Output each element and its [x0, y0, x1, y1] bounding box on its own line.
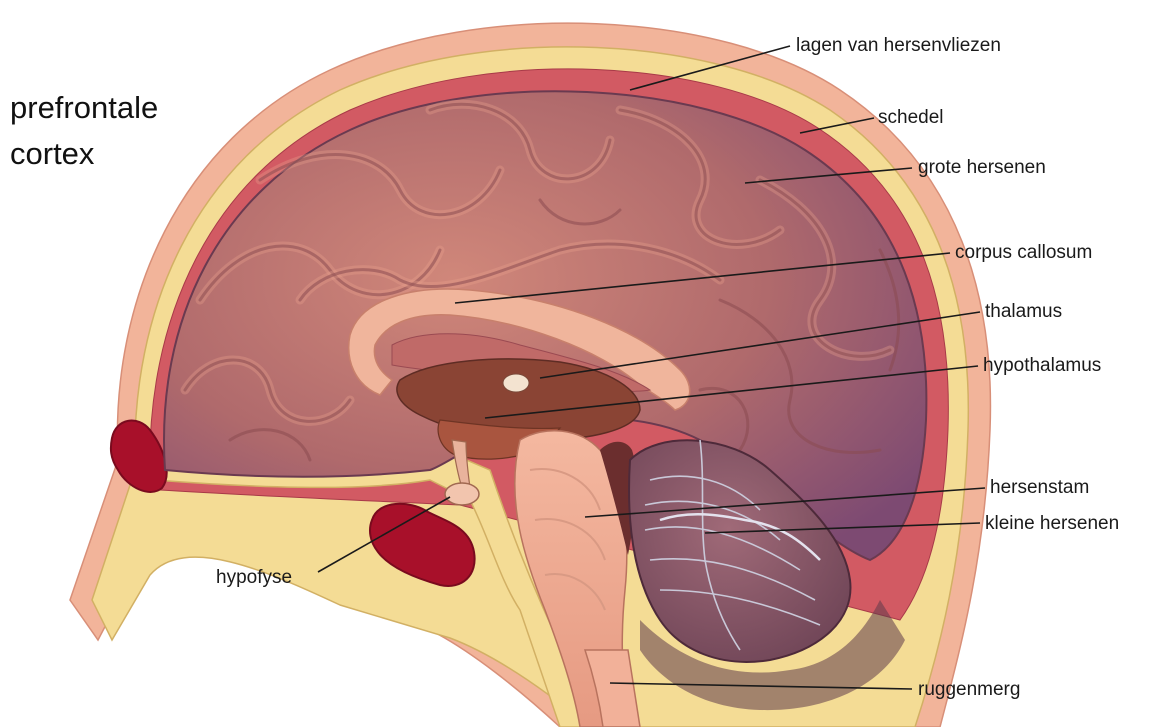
- label-corpus-callosum: corpus callosum: [955, 242, 1092, 263]
- label-meninges: lagen van hersenvliezen: [796, 35, 1001, 56]
- label-pituitary: hypofyse: [216, 567, 292, 588]
- label-cerebellum: kleine hersenen: [985, 513, 1119, 534]
- thalamus-adhesion: [503, 374, 529, 392]
- label-skull: schedel: [878, 107, 944, 128]
- label-spinal-cord: ruggenmerg: [918, 679, 1020, 700]
- title-line-2: cortex: [10, 136, 95, 171]
- label-hypothalamus: hypothalamus: [983, 355, 1101, 376]
- label-brainstem: hersenstam: [990, 477, 1089, 498]
- label-thalamus: thalamus: [985, 301, 1062, 322]
- title-line-1: prefrontale: [10, 90, 158, 125]
- label-cerebrum: grote hersenen: [918, 157, 1046, 178]
- pituitary-gland: [445, 483, 479, 505]
